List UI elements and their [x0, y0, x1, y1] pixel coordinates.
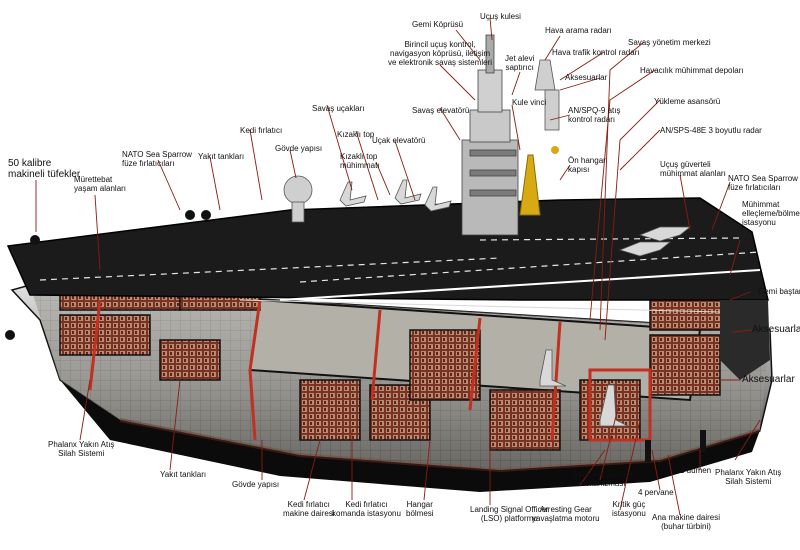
label-ship-bridge: Gemi Köprüsü — [412, 20, 464, 29]
label-crew-quarters: Mürettebat yaşam alanları — [74, 175, 127, 193]
label-tower-crane: Kule vinci — [512, 98, 547, 107]
label-combat-elevator: Savaş elevatörü — [412, 106, 470, 115]
stern-structure — [720, 300, 770, 380]
label-accessories-top: Aksesuarlar — [565, 73, 608, 82]
label-catapult-engine-room: Kedi fırlatıcı makine dairesi — [283, 500, 335, 518]
label-fighter-aircraft: Savaş uçakları — [312, 104, 365, 113]
label-nato-sea-sparrow-fwd: NATO Sea Sparrow füze fırlatıcıları — [122, 150, 192, 168]
label-optical-landing-system: Optik iniş sistemi mekanizması — [572, 470, 633, 488]
label-jet-blast-deflector: Jet alevi saptırıcı — [505, 54, 535, 72]
label-critical-power-station: Kritik güç istasyonu — [612, 500, 646, 518]
label-50-cal-guns: 50 kalibre makineli tüfekler — [8, 158, 81, 180]
gun-positions — [5, 210, 211, 340]
label-phalanx-fwd: Phalanx Yakın Atış Silah Sistemi — [48, 440, 115, 458]
label-sled-gun-ammo: Kızaklı top mühimmatı — [340, 152, 380, 170]
rudder — [700, 430, 706, 452]
label-lso-platform: Landing Signal Officer (LSO) platformu — [470, 505, 549, 523]
label-two-rudders: 2 dümen — [680, 466, 712, 475]
label-arresting-gear-engine: Arresting Gear yavaşlatma motoru — [532, 505, 600, 523]
label-bow: Gemi baştarı — [758, 287, 800, 296]
rudder — [645, 440, 651, 462]
leader-lines — [35, 17, 761, 516]
label-flight-tower: Uçuş kulesi — [480, 12, 521, 21]
foul-line — [239, 299, 721, 313]
flight-deck — [6, 197, 769, 301]
label-aviation-ammo-stores: Havacılık mühimmat depoları — [640, 66, 744, 75]
label-combat-direction-center: Savaş yönetim merkezi — [628, 38, 711, 47]
label-air-search-radar: Hava arama radarı — [545, 26, 612, 35]
label-sled-gun: Kızaklı top — [337, 130, 375, 139]
label-fuel-tanks-bottom: Yakıt tankları — [160, 470, 207, 479]
hull-keel — [60, 380, 760, 492]
label-ammo-handling-station: Mühimmat elleçleme/bölme istasyonu — [742, 200, 800, 227]
crane-head — [551, 146, 559, 154]
island — [461, 34, 519, 236]
tower-crane — [519, 154, 541, 216]
label-catapult: Kedi fırlatıcı — [240, 126, 283, 135]
label-an-spq-9-radar: AN/SPQ-9 atış kontrol radarı — [568, 106, 621, 124]
label-main-engine-room: Ana makine dairesi (buhar türbini) — [652, 513, 721, 531]
angled-deck-edge — [279, 269, 761, 301]
label-aircraft-elevator: Uçak elevatörü — [372, 136, 426, 145]
label-primary-flight-control: Birincil uçuş kontrol, navigasyon köprüs… — [388, 40, 493, 67]
label-hull-structure-bottom: Gövde yapısı — [232, 480, 280, 489]
label-accessories-right: Aksesuarlar — [752, 324, 800, 335]
label-forward-hangar-door: Ön hangar kapısı — [568, 156, 606, 174]
label-hull-structure-top: Gövde yapısı — [275, 144, 323, 153]
label-catapult-command-station: Kedi fırlatıcı komanda istasyonu — [332, 500, 401, 518]
label-air-traffic-radar: Hava trafik kontrol radarı — [552, 48, 640, 57]
label-deck-ammo-areas: Uçuş güverteli mühimmat alanları — [660, 160, 726, 178]
label-loading-elevator: Yükleme asansörü — [654, 97, 721, 106]
radars — [283, 59, 560, 223]
label-nato-sea-sparrow-aft: NATO Sea Sparrow füze fırlatıcıları — [728, 174, 798, 192]
label-accessories-lower-right: Aksesuarlar — [742, 374, 795, 385]
label-four-propellers: 4 pervane — [638, 488, 674, 497]
label-phalanx-aft: Phalanx Yakın Atış Silah Sistemi — [715, 468, 782, 486]
label-an-sps-48e-radar: AN/SPS-48E 3 boyutlu radar — [660, 126, 762, 135]
label-fuel-tanks-top: Yakıt tankları — [198, 152, 245, 161]
label-hangar-bay: Hangar bölmesi — [406, 500, 434, 518]
